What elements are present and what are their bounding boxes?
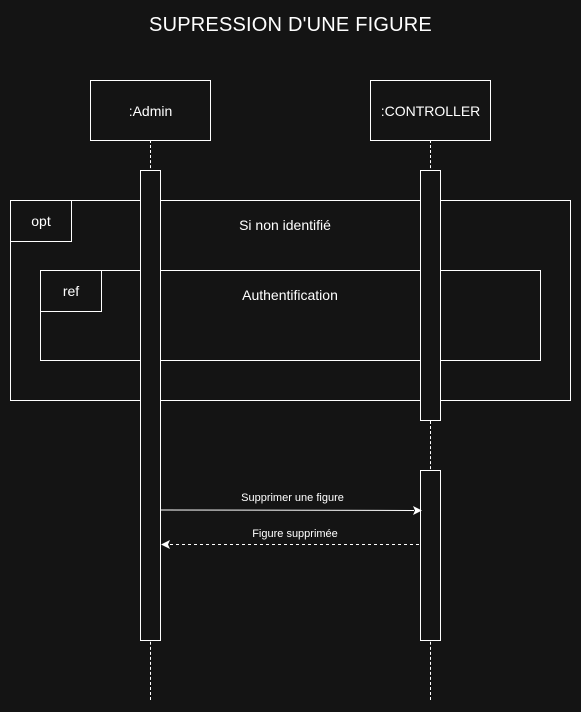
opt-operator-tag: opt <box>11 201 72 242</box>
participant-controller[interactable]: :CONTROLLER <box>370 80 491 141</box>
opt-operator-label: opt <box>31 213 51 229</box>
opt-guard-condition: Si non identifié <box>239 217 331 233</box>
admin-activation-bar <box>140 170 161 641</box>
opt-fragment[interactable]: opt <box>10 200 571 401</box>
message-return-label: Figure supprimée <box>252 528 338 540</box>
controller-activation-bar-1 <box>420 170 441 421</box>
ref-interaction-label: Authentification <box>242 287 338 303</box>
participant-controller-label: :CONTROLLER <box>380 102 481 119</box>
message-arrow-supprimer-line <box>160 509 415 511</box>
ref-operator-tag: ref <box>41 271 102 312</box>
controller-activation-bar-2 <box>420 470 441 641</box>
ref-fragment[interactable]: ref <box>40 270 541 361</box>
message-arrow-return-head <box>161 540 170 549</box>
message-supprimer-label: Supprimer une figure <box>241 492 344 504</box>
participant-admin[interactable]: :Admin <box>90 80 211 141</box>
diagram-title: SUPRESSION D'UNE FIGURE <box>149 14 432 36</box>
message-arrow-supprimer-head <box>413 506 422 515</box>
participant-admin-label: :Admin <box>128 102 173 119</box>
ref-operator-label: ref <box>62 283 80 299</box>
